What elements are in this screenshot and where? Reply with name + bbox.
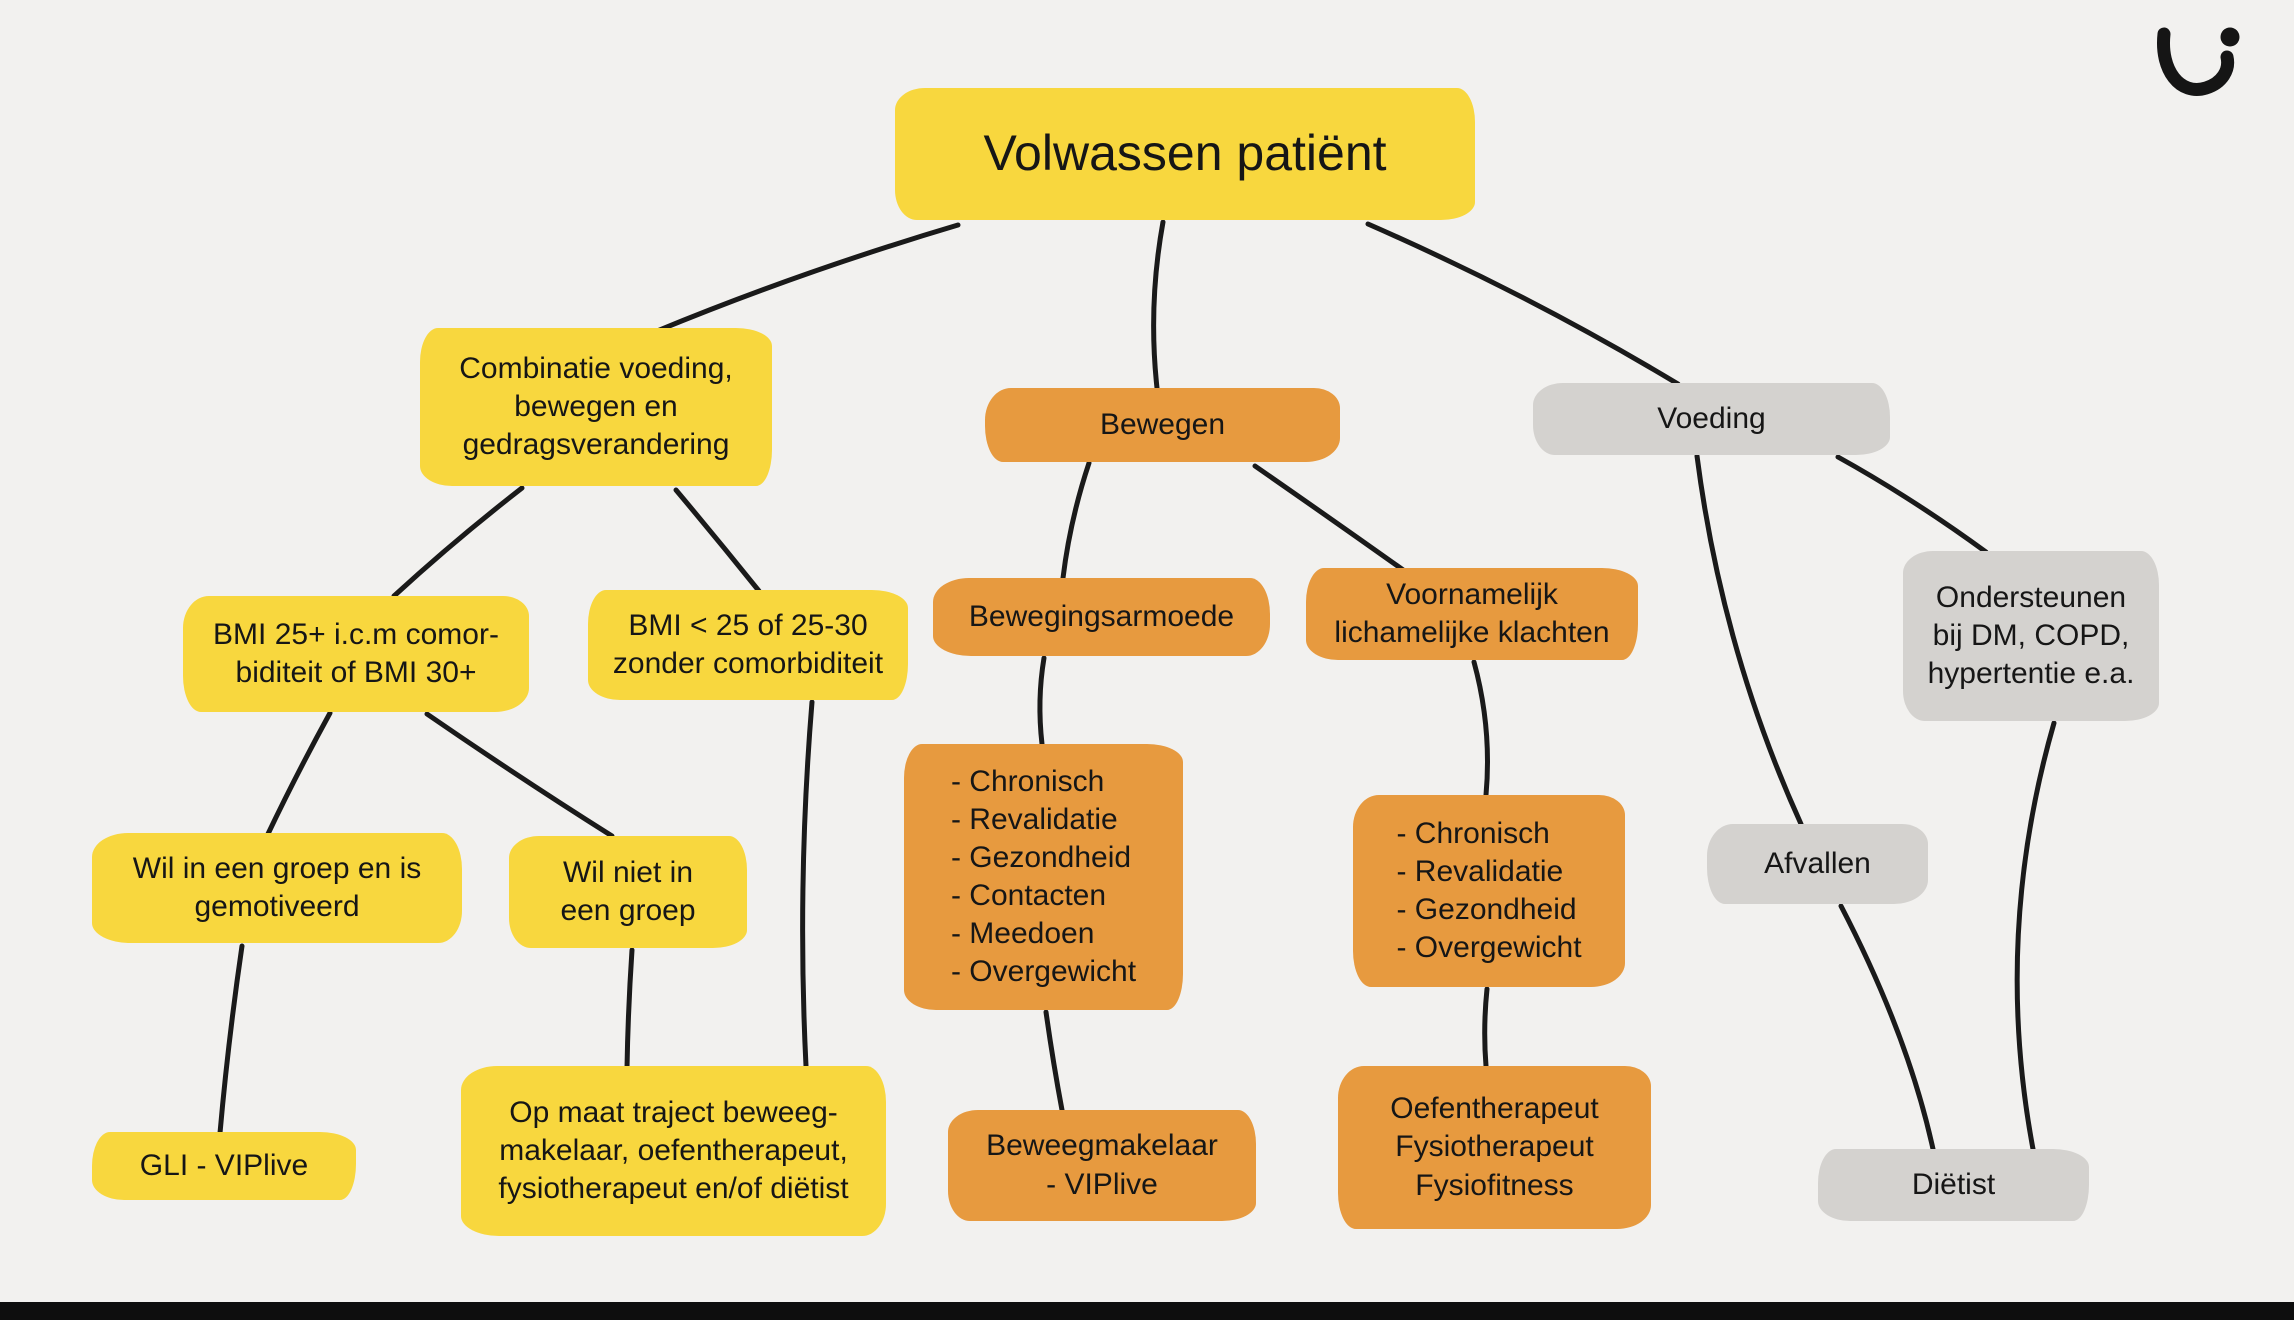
connector-combinatie-bmi-laag — [673, 487, 762, 594]
node-label: GLI - VIPlive — [139, 1148, 309, 1182]
node-label: Wil in een groep en is gemotiveerd — [132, 851, 422, 923]
node-label: BMI < 25 of 25-30 zonder comorbiditeit — [612, 608, 884, 680]
connector-afvallen-dietist — [1838, 903, 1936, 1152]
node-label: Op maat traject beweeg- makelaar, oefent… — [498, 1095, 849, 1206]
node-bewegingsarmoede: Bewegingsarmoede — [933, 578, 1270, 656]
connector-root-combinatie — [654, 222, 961, 334]
connector-bewegen-bewegingsarmoede — [1060, 460, 1092, 581]
node-voeding: Voeding — [1533, 383, 1890, 455]
node-lijst-klachten: - Chronisch - Revalidatie - Gezondheid -… — [1353, 795, 1625, 987]
connector-root-voeding — [1365, 221, 1681, 387]
bottom-bar — [0, 1302, 2294, 1320]
smile-logo-icon — [2157, 27, 2240, 96]
node-volwassen-patient: Volwassen patiënt — [895, 88, 1475, 220]
node-wil-in-groep-gemotiveerd: Wil in een groep en is gemotiveerd — [92, 833, 462, 943]
connector-klachten-lijst — [1471, 659, 1490, 798]
node-bmi-onder-25-zonder-comorbiditeit: BMI < 25 of 25-30 zonder comorbiditeit — [588, 590, 908, 700]
connector-bmi-laag-op-maat — [800, 699, 815, 1069]
node-beweegmakelaar-viplive: Beweegmakelaar - VIPlive — [948, 1110, 1256, 1221]
connector-combinatie-bmi-hoog — [391, 485, 525, 599]
connector-ondersteunen-dietist — [2014, 720, 2057, 1152]
node-label: - Chronisch - Revalidatie - Gezondheid -… — [950, 764, 1137, 989]
node-label: Combinatie voeding, bewegen en gedragsve… — [459, 351, 733, 462]
connector-lijst-oefentherapeut — [1482, 986, 1490, 1069]
node-label: Ondersteunen bij DM, COPD, hypertentie e… — [1927, 580, 2135, 691]
node-lichamelijke-klachten: Voornamelijk lichamelijke klachten — [1306, 568, 1638, 660]
connector-voeding-ondersteunen — [1835, 454, 1989, 555]
node-lijst-bewegingsarmoede: - Chronisch - Revalidatie - Gezondheid -… — [904, 744, 1183, 1010]
connector-voeding-afvallen — [1694, 453, 1804, 827]
node-label: Bewegingsarmoede — [968, 599, 1235, 633]
node-label: Wil niet in een groep — [560, 855, 696, 927]
node-bewegen: Bewegen — [985, 388, 1340, 462]
node-label: Voeding — [1657, 401, 1766, 435]
connector-bmi-hoog-wil-groep — [264, 710, 333, 839]
connector-bmi-hoog-wil-niet — [424, 711, 615, 839]
node-dietist: Diëtist — [1818, 1149, 2089, 1221]
node-label: BMI 25+ i.c.m comor- biditeit of BMI 30+ — [213, 617, 499, 689]
node-gli-viplive: GLI - VIPlive — [92, 1132, 356, 1200]
connector-root-bewegen — [1151, 219, 1166, 391]
node-ondersteunen-dm-copd-hypertentie: Ondersteunen bij DM, COPD, hypertentie e… — [1903, 551, 2159, 721]
node-label: Afvallen — [1764, 846, 1871, 880]
node-afvallen: Afvallen — [1707, 824, 1928, 904]
connector-lijst-beweegmakelaar — [1043, 1009, 1065, 1113]
connector-wil-niet-op-maat — [624, 947, 635, 1071]
node-bmi-25-plus-comorbiditeit: BMI 25+ i.c.m comor- biditeit of BMI 30+ — [183, 596, 529, 712]
node-label: Voornamelijk lichamelijke klachten — [1334, 577, 1610, 649]
node-label: - Chronisch - Revalidatie - Gezondheid -… — [1396, 816, 1582, 965]
connector-wil-groep-gli — [217, 943, 245, 1136]
node-label: Beweegmakelaar - VIPlive — [986, 1129, 1218, 1201]
node-label: Diëtist — [1911, 1167, 1996, 1201]
node-label: Bewegen — [1099, 407, 1226, 441]
node-combinatie-voeding-bewegen: Combinatie voeding, bewegen en gedragsve… — [420, 328, 772, 486]
node-oefentherapeut-fysiotherapeut: Oefentherapeut Fysiotherapeut Fysiofitne… — [1338, 1066, 1651, 1229]
node-op-maat-traject: Op maat traject beweeg- makelaar, oefent… — [461, 1066, 886, 1236]
node-wil-niet-in-groep: Wil niet in een groep — [509, 836, 747, 948]
node-label: Volwassen patiënt — [983, 125, 1387, 182]
connector-bewegingsarmoede-lijst — [1037, 655, 1047, 747]
node-label: Oefentherapeut Fysiotherapeut Fysiofitne… — [1390, 1092, 1599, 1202]
connector-bewegen-klachten — [1252, 463, 1409, 575]
